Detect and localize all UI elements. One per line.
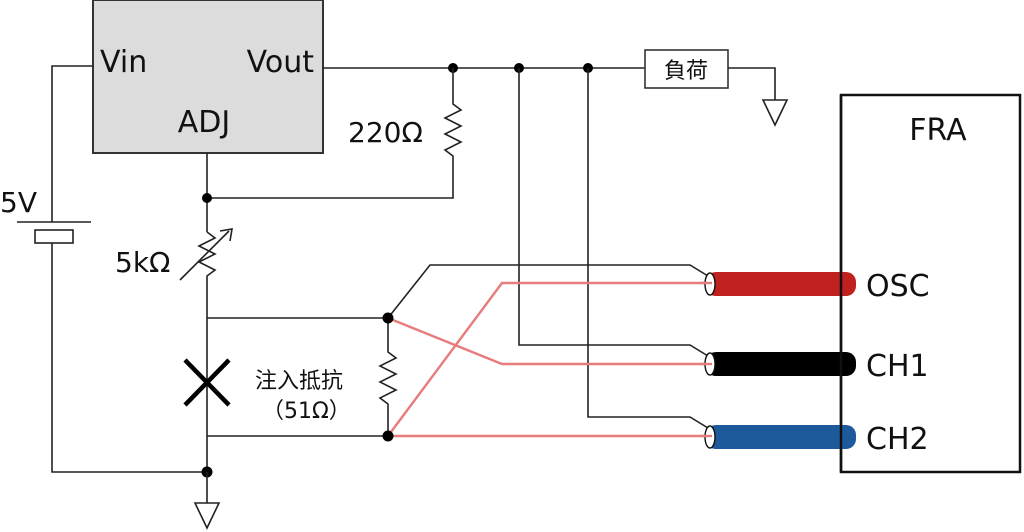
cable-ch1: CH1	[700, 349, 929, 384]
load-label: 負荷	[664, 59, 708, 84]
variable-resistor-label: 5kΩ	[115, 246, 170, 279]
ground-icon	[761, 99, 789, 127]
adj-branch: 5kΩ	[115, 153, 233, 470]
ground-icon	[193, 502, 221, 530]
fra-label: FRA	[909, 113, 967, 148]
signal-wires	[387, 281, 706, 438]
junction-dot	[382, 312, 394, 324]
supply-label: 5V	[0, 186, 37, 219]
variable-resistor-icon	[179, 228, 233, 470]
junction-dot	[202, 193, 212, 203]
break-x-icon	[183, 358, 231, 407]
bottom-ground	[193, 466, 221, 530]
battery-icon	[34, 229, 74, 244]
supply: 5V	[0, 65, 207, 473]
pin-vin-label: Vin	[100, 45, 147, 80]
resistor-220: 220Ω	[207, 68, 463, 199]
injection-resistor-label: 注入抵抗	[255, 369, 343, 394]
pin-adj-label: ADJ	[178, 105, 230, 140]
port-osc-label: OSC	[866, 269, 930, 304]
probe-shield-wires	[387, 68, 709, 429]
injection-resistor-value: （51Ω）	[262, 399, 351, 424]
resistor-220-label: 220Ω	[348, 116, 423, 149]
fra-instrument: FRA	[839, 93, 1022, 474]
port-ch2-label: CH2	[866, 422, 929, 457]
injection-resistor: 注入抵抗 （51Ω）	[207, 317, 398, 437]
cable-osc: OSC	[700, 269, 930, 304]
vout-rail	[323, 63, 645, 73]
cable-ch2: CH2	[700, 422, 929, 457]
load: 負荷	[644, 49, 789, 127]
regulator-block: Vin Vout ADJ	[92, 0, 324, 154]
port-ch1-label: CH1	[866, 349, 929, 384]
pin-vout-label: Vout	[247, 45, 315, 80]
junction-dot	[382, 430, 394, 442]
